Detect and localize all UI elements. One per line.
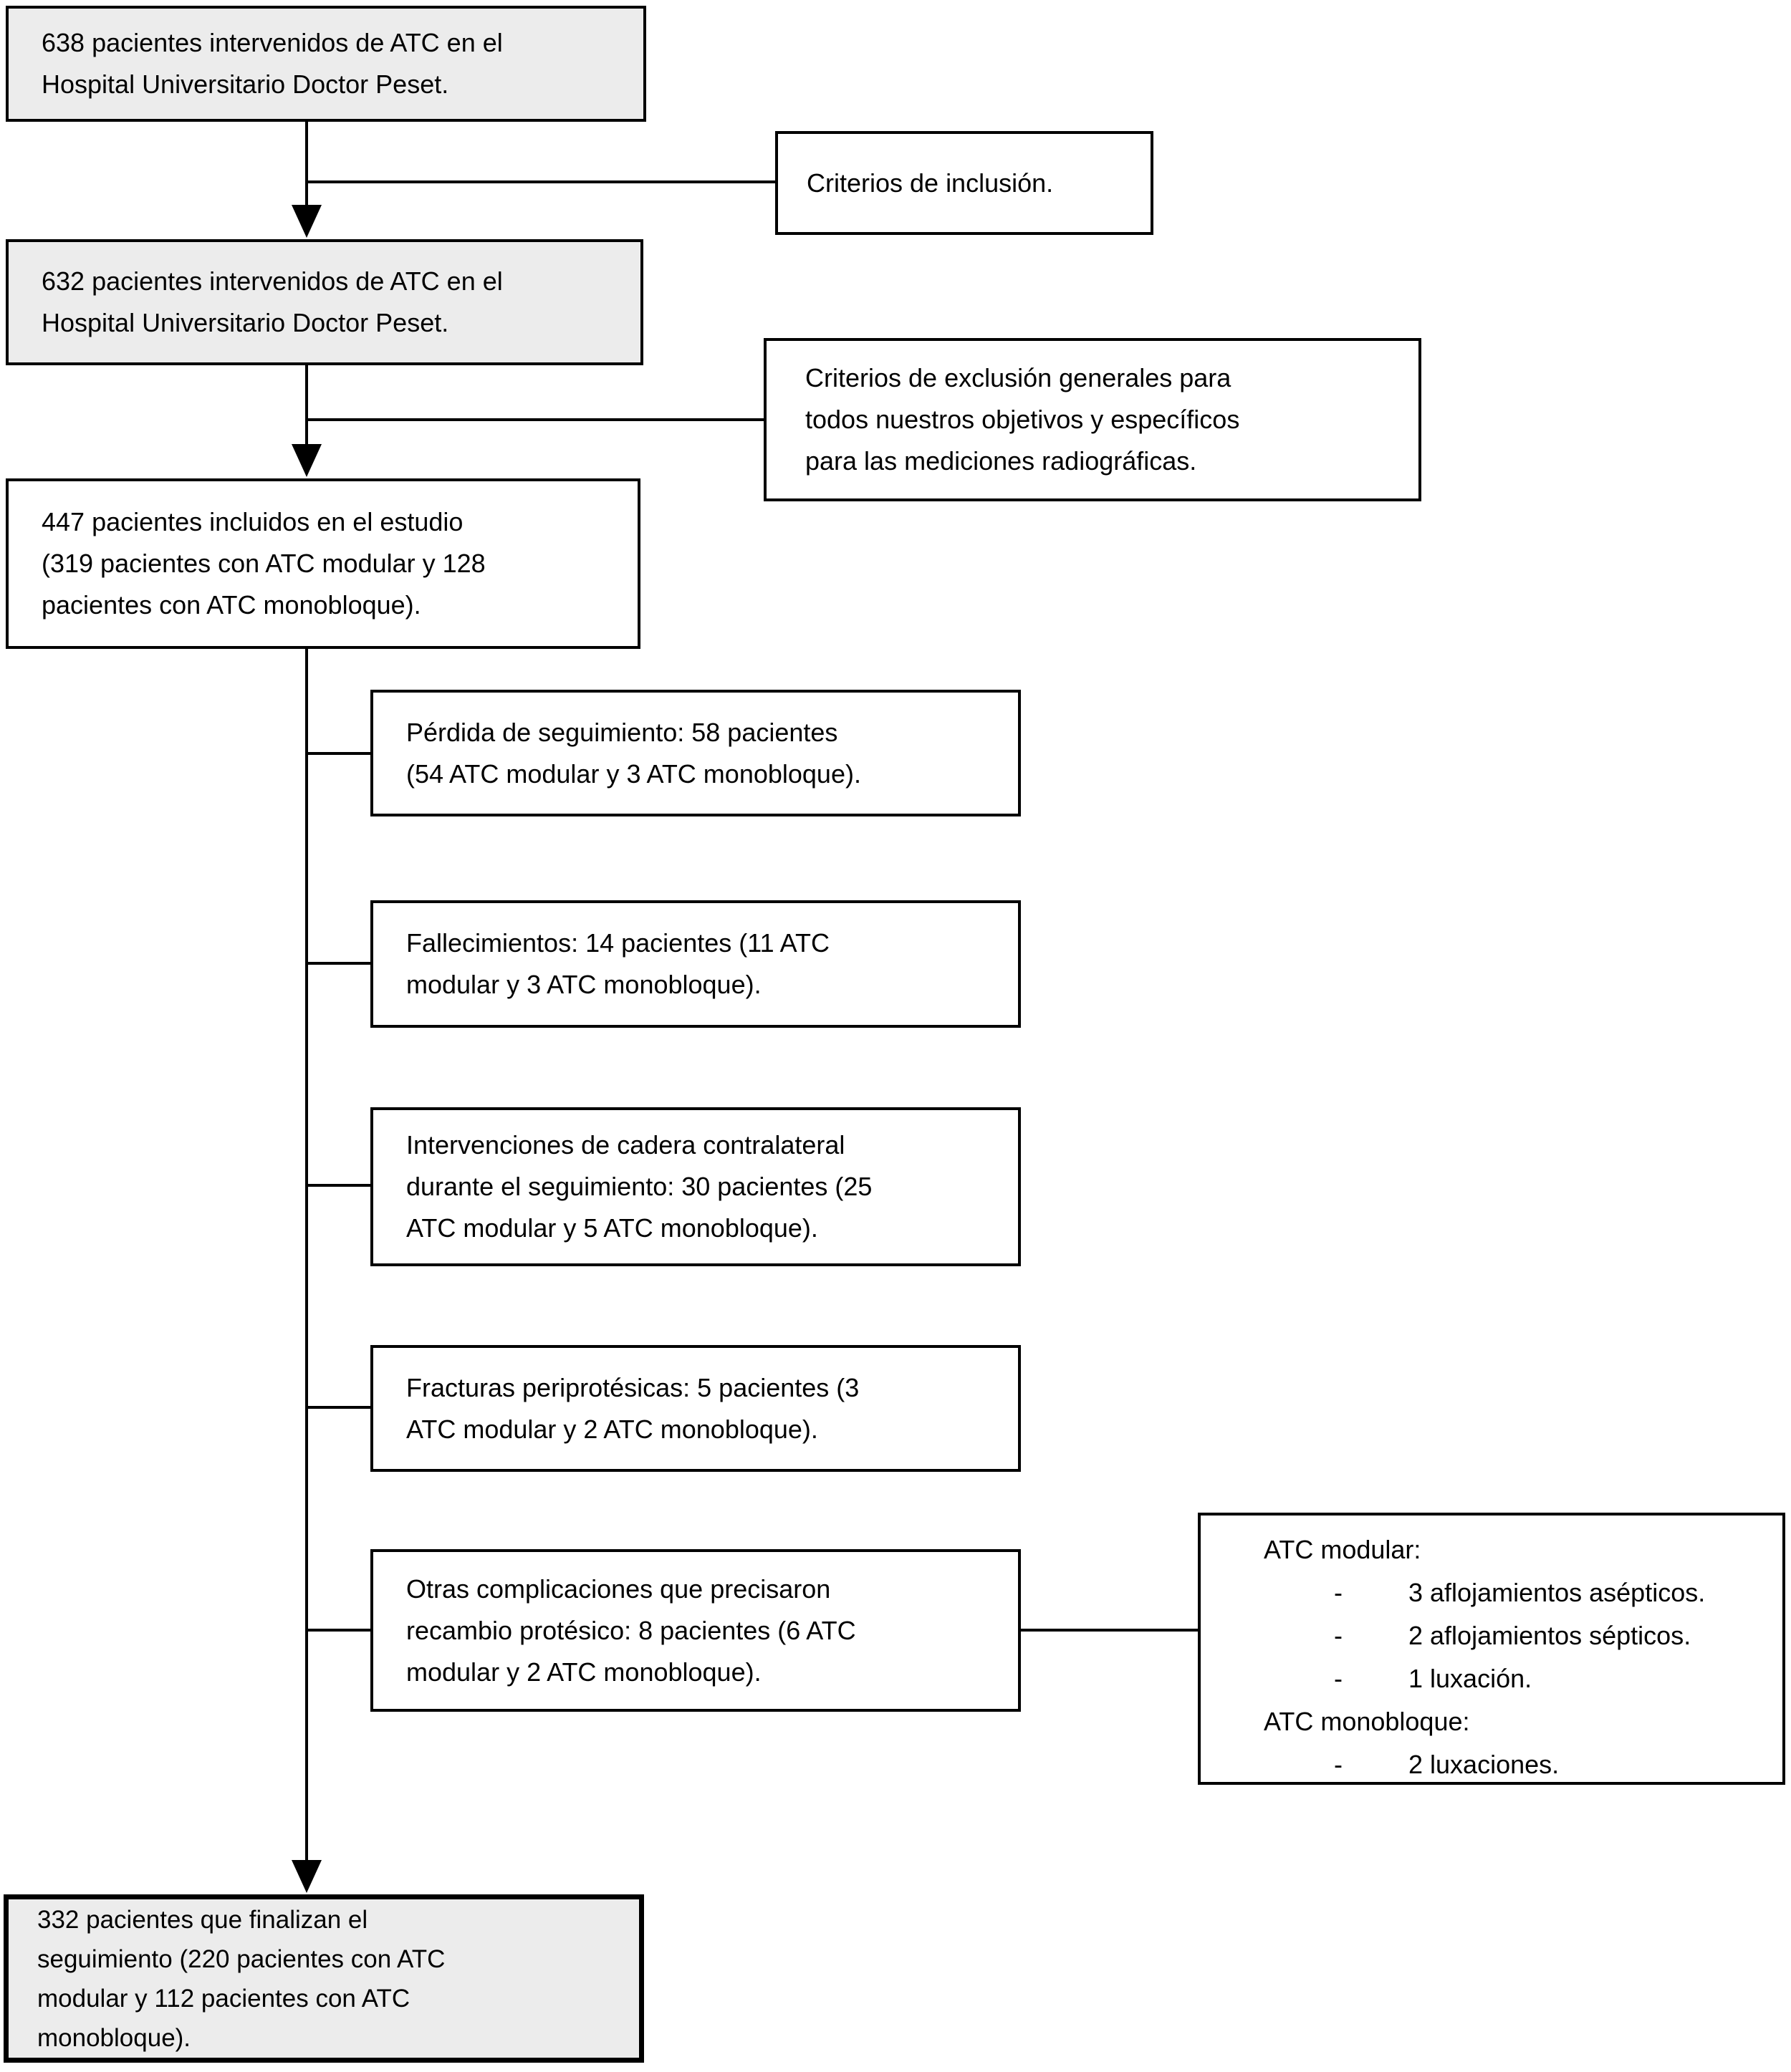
detail-item-text: 2 aflojamientos sépticos. [1408, 1621, 1691, 1650]
box-632-patients: 632 pacientes intervenidos de ATC en el … [6, 239, 643, 365]
connector-stub-other [307, 1629, 373, 1632]
detail-item: - 2 aflojamientos sépticos. [1201, 1614, 1771, 1657]
dash-bullet: - [1334, 1621, 1343, 1650]
box-332-final-text: 332 pacientes que finalizan el seguimien… [37, 1905, 446, 2052]
connector-stub-deaths [307, 962, 373, 965]
box-periprosthetic-fractures: Fracturas periprotésicas: 5 pacientes (3… [370, 1345, 1021, 1472]
connector-stub-exclusion [307, 418, 765, 421]
box-exclusion-criteria: Criterios de exclusión generales para to… [764, 338, 1421, 501]
box-other-complications: Otras complicaciones que precisaron reca… [370, 1549, 1021, 1712]
detail-item: - 3 aflojamientos asépticos. [1201, 1571, 1771, 1614]
box-638-patients: 638 pacientes intervenidos de ATC en el … [6, 6, 646, 122]
detail-heading-modular: ATC modular: [1264, 1535, 1421, 1564]
detail-item: - 2 luxaciones. [1201, 1743, 1771, 1786]
box-447-included: 447 pacientes incluidos en el estudio (3… [6, 478, 640, 649]
box-447-included-text: 447 pacientes incluidos en el estudio (3… [42, 507, 486, 620]
box-other-complications-text: Otras complicaciones que precisaron reca… [406, 1574, 856, 1687]
connector-trunk-2 [305, 364, 308, 451]
detail-item-text: 3 aflojamientos asépticos. [1408, 1578, 1706, 1607]
box-inclusion-criteria-text: Criterios de inclusión. [807, 168, 1054, 198]
arrow-down-icon [292, 1860, 322, 1893]
box-deaths-text: Fallecimientos: 14 pacientes (11 ATC mod… [406, 928, 830, 999]
detail-item: - 1 luxación. [1201, 1657, 1771, 1700]
box-complications-detail: ATC modular: - 3 aflojamientos asépticos… [1198, 1513, 1785, 1785]
connector-trunk-1 [305, 119, 308, 219]
connector-trunk-3 [305, 647, 308, 1865]
dash-bullet: - [1334, 1664, 1343, 1693]
connector-stub-lost [307, 752, 373, 755]
box-periprosthetic-fractures-text: Fracturas periprotésicas: 5 pacientes (3… [406, 1372, 860, 1444]
box-exclusion-criteria-text: Criterios de exclusión generales para to… [805, 363, 1240, 476]
dash-bullet: - [1334, 1578, 1343, 1607]
detail-item-text: 1 luxación. [1408, 1664, 1532, 1693]
box-638-patients-text: 638 pacientes intervenidos de ATC en el … [42, 28, 503, 99]
detail-heading-monobloque: ATC monobloque: [1264, 1707, 1470, 1736]
connector-stub-contralateral [307, 1184, 373, 1187]
box-contralateral-interventions-text: Intervenciones de cadera contralateral d… [406, 1130, 873, 1243]
arrow-down-icon [292, 444, 322, 477]
box-332-final: 332 pacientes que finalizan el seguimien… [4, 1894, 644, 2063]
box-lost-followup-text: Pérdida de seguimiento: 58 pacientes (54… [406, 717, 861, 789]
box-632-patients-text: 632 pacientes intervenidos de ATC en el … [42, 266, 503, 337]
detail-item-text: 2 luxaciones. [1408, 1750, 1560, 1779]
box-inclusion-criteria: Criterios de inclusión. [775, 131, 1153, 235]
box-deaths: Fallecimientos: 14 pacientes (11 ATC mod… [370, 900, 1021, 1028]
box-lost-followup: Pérdida de seguimiento: 58 pacientes (54… [370, 690, 1021, 816]
connector-stub-fractures [307, 1406, 373, 1409]
box-contralateral-interventions: Intervenciones de cadera contralateral d… [370, 1107, 1021, 1266]
dash-bullet: - [1334, 1750, 1343, 1779]
connector-stub-inclusion [307, 180, 777, 183]
connector-other-to-detail [1019, 1629, 1199, 1632]
arrow-down-icon [292, 205, 322, 238]
